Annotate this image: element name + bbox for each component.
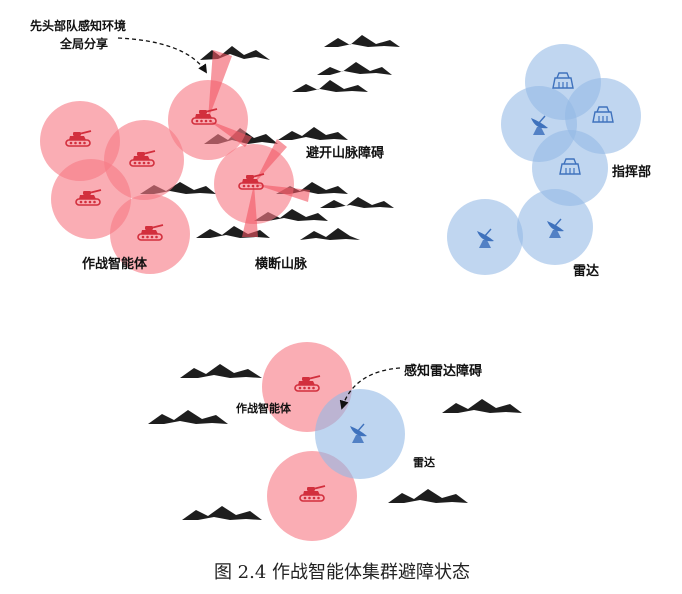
- mountain-ridge-icon: [292, 80, 368, 92]
- combat-agent-bottom-label: 作战智能体: [236, 401, 292, 415]
- mountain-ridge-icon: [200, 46, 270, 60]
- combat-agent-cluster-top: [40, 80, 294, 274]
- sense-radar-label: 感知雷达障碍: [404, 363, 482, 379]
- sensing-beam: [242, 184, 258, 237]
- combat-agent-cluster-bottom: [262, 342, 405, 541]
- mountain-ridge-icon: [278, 127, 348, 140]
- sensing-beam: [254, 139, 287, 184]
- mountain-ridge-icon: [182, 506, 262, 520]
- mountain-ridge-icon: [442, 399, 522, 413]
- figure-caption: 图 2.4 作战智能体集群避障状态: [214, 562, 470, 583]
- mountain-ridge-icon: [388, 489, 468, 503]
- mountain-ridge-icon: [324, 35, 400, 47]
- mountain-ridge-icon: [148, 410, 228, 424]
- radar-bottom-label: 雷达: [413, 455, 435, 469]
- sensing-beam: [208, 50, 232, 120]
- mountain-ridge-icon: [300, 228, 360, 240]
- scout-share-label-line1: 先头部队感知环境: [30, 18, 126, 33]
- mountain-ridge-icon: [196, 226, 270, 238]
- sensing-beam: [208, 120, 252, 147]
- mountain-range-bottom: [148, 364, 522, 520]
- dashed-curved-arrow: [117, 37, 207, 74]
- avoid-mountain-label: 避开山脉障碍: [306, 145, 384, 161]
- block-mountain-label: 横断山脉: [255, 256, 308, 272]
- mountain-ridge-icon: [317, 62, 392, 75]
- sensing-beam: [254, 184, 310, 202]
- mountain-ridge-icon: [180, 364, 262, 378]
- scout-share-label-line2: 全局分享: [59, 36, 108, 51]
- agent-sensing-range: [267, 451, 357, 541]
- sensing-beams: [208, 50, 310, 237]
- radar-cluster-top: [447, 44, 641, 275]
- radar-top-label: 雷达: [573, 263, 599, 279]
- command-label: 指挥部: [612, 164, 651, 180]
- mountain-ridge-icon: [320, 197, 394, 208]
- combat-agent-top-label: 作战智能体: [82, 256, 148, 272]
- dashed-curved-arrow: [339, 367, 401, 410]
